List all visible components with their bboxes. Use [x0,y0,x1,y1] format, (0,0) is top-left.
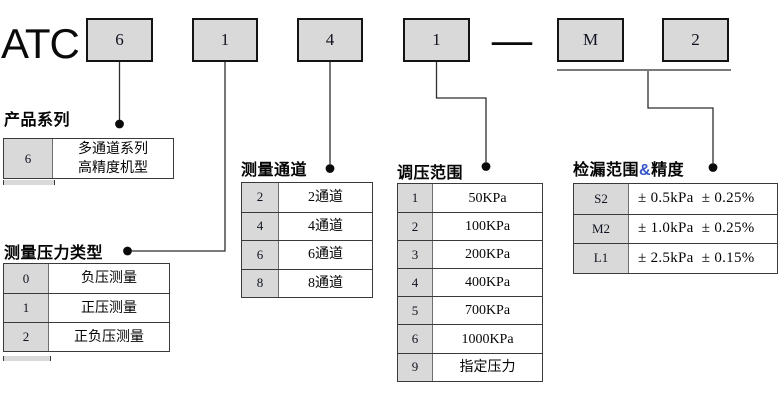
regulating-range-table: 1 50KPa 2 100KPa 3 200KPa 4 400KPa 5 700KPa 6 1000K… [397,183,543,382]
dot-range [481,162,491,171]
dot-leak [708,163,718,172]
table-row: 8 8通道 [242,268,372,297]
description-cell: ± 1.0kPa ± 0.25% [638,220,755,237]
code-key-cell: M2 [574,214,629,243]
description-cell: 1000KPa [461,331,514,347]
leak-title-ampersand: & [639,162,652,179]
description-cell: 多通道系列 高精度机型 [78,141,148,176]
code-key-cell: 9 [398,353,433,381]
leak-title-pre: 检漏范围 [573,162,640,179]
description-cell: 8通道 [308,275,343,291]
channels-table: 2 2通道 4 4通道 6 6通道 8 8通道 [241,182,373,298]
code-key-cell: 1 [398,184,433,213]
code-key-cell: S2 [574,184,629,214]
section-title-regulating-range: 调压范围 [397,165,464,182]
table-row: M2 ± 1.0kPa ± 0.25% [574,213,777,243]
code-key-cell: 6 [398,325,433,353]
description-cell: 400KPa [464,275,511,291]
product-series-table: 6 多通道系列 高精度机型 [3,138,174,179]
description-cell: 200KPa [464,247,511,263]
code-key-cell: 4 [242,212,279,240]
description-cell: 正负压测量 [74,329,144,345]
model-prefix: ATC [1,20,80,67]
table-row: 2 100KPa [398,212,542,241]
section-title-leak-range: 检漏范围&精度 [573,156,684,180]
code-key-cell: 6 [242,241,279,269]
description-cell: 正压测量 [81,300,137,316]
code-box-series: 6 [86,18,153,62]
code-separator: — [492,16,532,62]
code-key-cell: 2 [242,183,279,212]
code-key-cell: 6 [4,139,53,178]
code-key-cell: 3 [398,241,433,269]
code-box-pressure-type: 1 [192,18,258,62]
table-row: 2 正负压测量 [4,322,169,351]
table-key-column-stub [3,356,51,361]
leak-range-table: S2 ± 0.5kPa ± 0.25% M2 ± 1.0kPa ± 0.25% L1 ± … [573,183,778,274]
dot-pressure-type [123,246,132,256]
connector-leak [647,71,714,163]
table-row: 4 400KPa [398,268,542,297]
connector-range [435,62,487,162]
leak-title-post: 精度 [651,162,685,179]
code-key-cell: 4 [398,269,433,297]
code-key-cell: 0 [4,264,49,293]
table-row: 4 4通道 [242,211,372,240]
description-cell: 100KPa [464,219,511,235]
code-box-range: 1 [403,18,470,62]
table-row: 2 2通道 [242,183,372,212]
table-row: 0 负压测量 [4,264,169,293]
table-row: L1 ± 2.5kPa ± 0.15% [574,243,777,273]
description-cell: 50KPa [468,190,507,206]
section-title-pressure-type: 测量压力类型 [4,245,104,262]
table-row: 3 200KPa [398,240,542,269]
description-cell: 4通道 [308,218,343,234]
pressure-type-table: 0 负压测量 1 正压测量 2 正负压测量 [3,263,170,352]
suffix-underline [557,69,731,71]
code-box-channels: 4 [297,18,363,62]
dot-series [115,119,124,129]
table-row: 9 指定压力 [398,352,542,381]
table-key-column-stub [3,180,55,185]
table-row: 6 1000KPa [398,324,542,353]
table-row: 1 正压测量 [4,293,169,322]
description-cell: 指定压力 [459,359,516,375]
code-key-cell: 1 [4,294,49,322]
description-cell: 负压测量 [81,271,137,286]
code-box-leak-digit: 2 [662,18,729,62]
code-key-cell: 8 [242,269,279,297]
code-box-leak-grade: M [557,18,624,62]
description-cell: 700KPa [464,303,511,319]
description-cell: ± 0.5kPa ± 0.25% [638,190,755,207]
dot-channels [325,164,335,173]
table-row: 5 700KPa [398,296,542,325]
code-key-cell: L1 [574,244,629,273]
code-key-cell: 2 [4,323,49,351]
code-key-cell: 2 [398,213,433,241]
table-row: S2 ± 0.5kPa ± 0.25% [574,184,777,214]
section-title-product-series: 产品系列 [4,112,71,129]
description-cell: 6通道 [308,247,343,263]
description-cell: ± 2.5kPa ± 0.15% [638,249,755,266]
code-key-cell: 5 [398,297,433,325]
section-title-channels: 测量通道 [241,162,308,179]
table-row: 6 多通道系列 高精度机型 [4,139,173,178]
table-row: 6 6通道 [242,240,372,269]
table-row: 1 50KPa [398,184,542,213]
description-cell: 2通道 [308,189,343,205]
